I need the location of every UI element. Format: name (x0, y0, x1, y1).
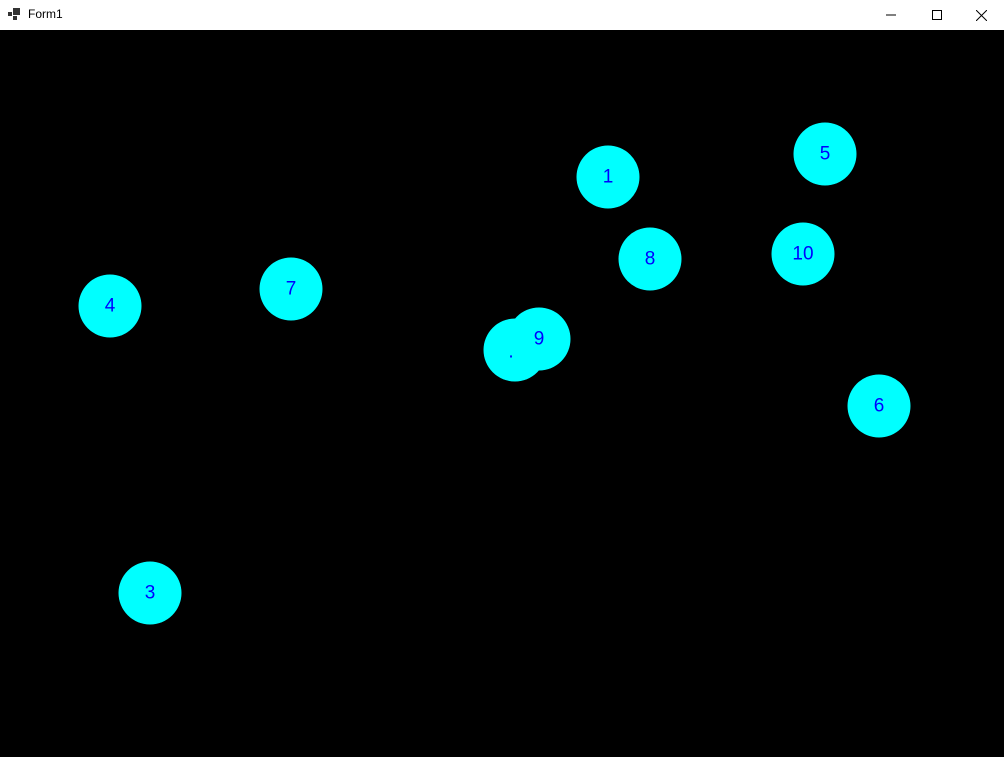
node-label: 6 (873, 395, 885, 416)
node-label: 1 (602, 166, 614, 187)
node-label: 7 (285, 278, 297, 299)
node-circle[interactable]: 10 (771, 222, 835, 286)
drawing-canvas[interactable]: 1 5 8 10 7 4 9 6 3 . (0, 30, 1004, 757)
title-bar: Form1 (0, 0, 1004, 30)
node-label: 10 (792, 243, 814, 264)
node-circle[interactable]: 9 (507, 307, 571, 371)
minimize-icon (886, 14, 896, 16)
node-label: 8 (644, 248, 656, 269)
maximize-button[interactable] (914, 0, 960, 30)
maximize-icon (932, 10, 942, 20)
node-circle[interactable]: 8 (618, 227, 682, 291)
node-label: 4 (104, 295, 116, 316)
window-title: Form1 (28, 7, 63, 21)
node-label: 9 (533, 328, 545, 349)
close-button[interactable] (958, 0, 1004, 30)
node-label: . (508, 341, 514, 363)
node-circle[interactable]: 3 (118, 561, 182, 625)
node-label: 5 (819, 143, 831, 164)
node-circle[interactable]: 4 (78, 274, 142, 338)
node-circle[interactable]: 6 (847, 374, 911, 438)
close-icon (975, 9, 987, 21)
app-icon (8, 8, 20, 20)
node-circle[interactable]: 7 (259, 257, 323, 321)
minimize-button[interactable] (868, 0, 914, 30)
node-label: 3 (144, 582, 156, 603)
node-circle[interactable]: 5 (793, 122, 857, 186)
node-circle[interactable]: 1 (576, 145, 640, 209)
